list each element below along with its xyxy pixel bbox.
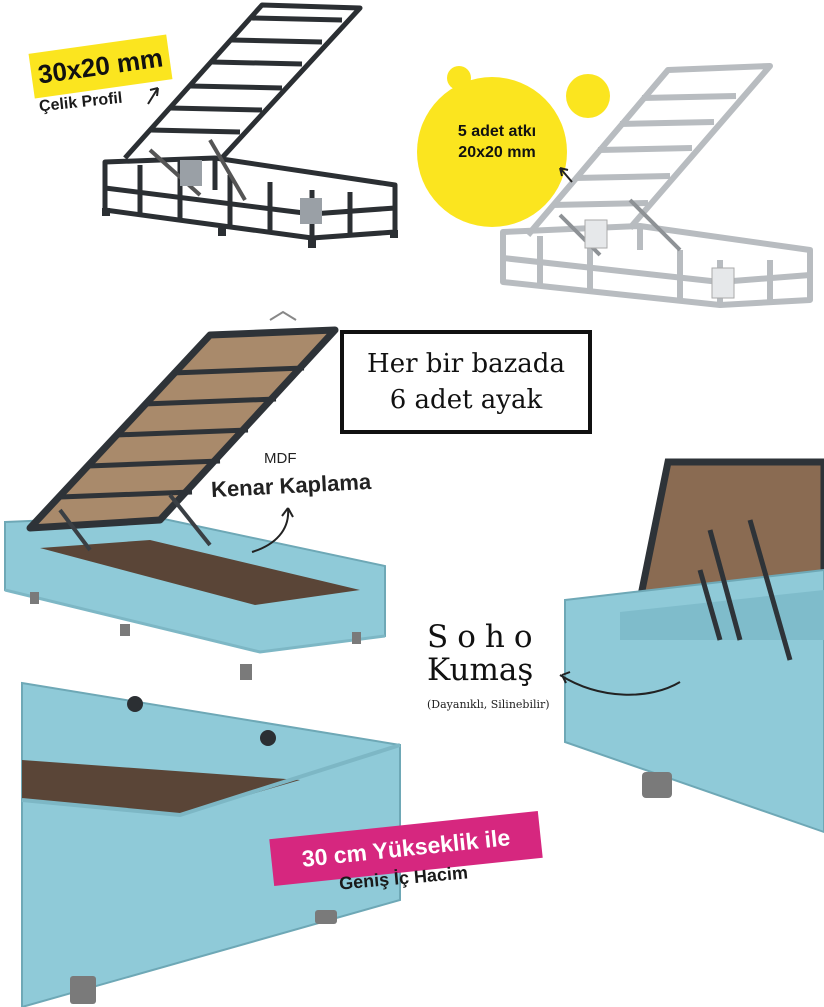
brand-name-line2: Kumaş	[427, 652, 534, 688]
bed-closeup-left	[21, 681, 401, 1007]
silver-frame-leg	[584, 219, 608, 249]
curved-arrow-icon	[251, 507, 681, 696]
crossbar-label: 5 adet atkı 20x20 mm	[431, 121, 563, 163]
crossbar-label-line1: 5 adet atkı	[457, 123, 537, 140]
legs-info-line2: 6 adet ayak	[389, 385, 543, 415]
bed-closeup-right	[564, 458, 824, 834]
dark-frame-feet	[102, 208, 398, 248]
dark-frame-leg	[300, 198, 322, 224]
arrow-icon	[147, 87, 573, 183]
silver-frame-leg	[711, 267, 735, 299]
dark-frame-pistons	[148, 138, 247, 202]
brand-name-line1: Soho	[427, 619, 542, 655]
blue-bed-open	[4, 310, 386, 680]
silver-steel-frame	[500, 63, 813, 308]
dark-frame-leg	[180, 160, 202, 186]
crossbar-label-line2: 20x20 mm	[458, 144, 536, 161]
mdf-label: MDF	[264, 450, 297, 467]
legs-info-box: Her bir bazada 6 adet ayak	[340, 330, 592, 434]
legs-info-line1: Her bir bazada	[367, 349, 565, 379]
fabric-note: (Dayanıklı, Silinebilir)	[427, 698, 550, 711]
yellow-blob-icon	[417, 66, 610, 227]
